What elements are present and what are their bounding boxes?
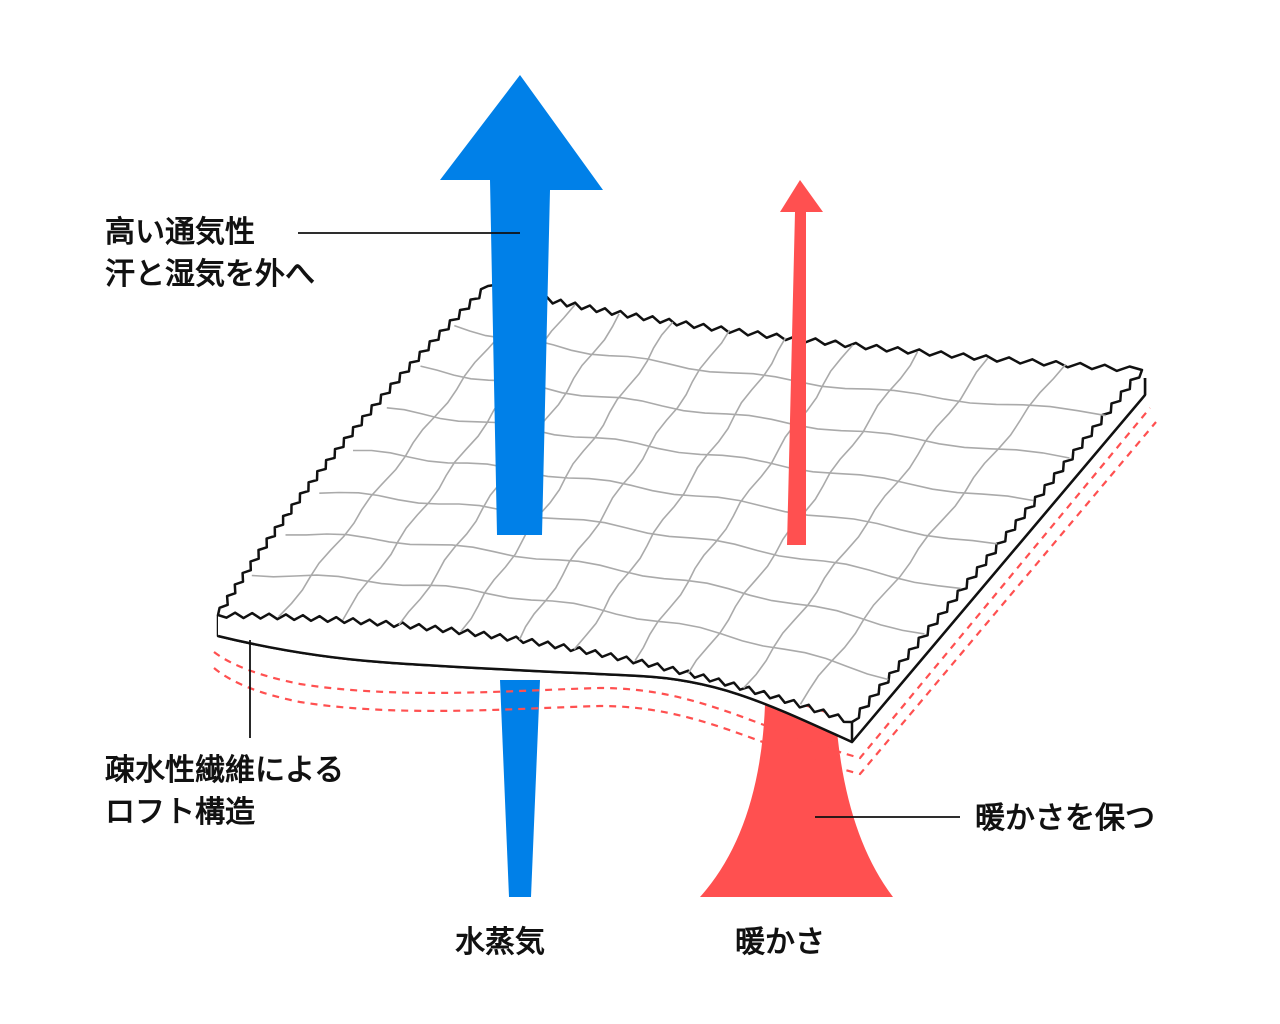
- grid-line-row: [353, 449, 998, 545]
- dashed-layer-1: [213, 407, 1151, 760]
- fabric-side-redraw: [217, 394, 1146, 744]
- vapor-arrow-lower: [500, 680, 540, 897]
- grid-line-column: [742, 357, 989, 689]
- vapor-arrow-upper: [440, 75, 603, 535]
- grid-line-column: [518, 329, 731, 640]
- breathability-label-line1: 高い通気性: [105, 215, 255, 250]
- keep-warm-label: 暖かさを保つ: [975, 801, 1155, 836]
- grid-line-column: [634, 344, 854, 662]
- grid-line-row: [319, 491, 961, 590]
- dashed-layer-2: [213, 421, 1157, 776]
- fiber-structure-label-line2: ロフト構造: [105, 795, 255, 830]
- fiber-structure-label-line1: 疎水性繊維による: [105, 753, 345, 788]
- grid-line-row: [251, 574, 889, 681]
- grid-line-column: [799, 363, 1067, 705]
- warmth-label: 暖かさ: [735, 925, 825, 960]
- grid-line-column: [460, 321, 674, 633]
- fabric-top-surface: [216, 283, 1144, 724]
- water-vapor-label: 水蒸気: [455, 925, 545, 960]
- fabric-side-fill: [218, 378, 1145, 742]
- grid-line-row: [386, 407, 1034, 502]
- breathability-label: 高い通気性 汗と湿気を外へ: [105, 212, 315, 296]
- breathability-label-line2: 汗と湿気を外へ: [105, 257, 315, 292]
- grid-line-column: [573, 337, 787, 650]
- warmth-plume: [700, 705, 893, 897]
- fiber-structure-label: 疎水性繊維による ロフト構造: [105, 750, 344, 834]
- grid-line-row: [285, 533, 925, 635]
- warmth-arrow-upper: [780, 180, 823, 545]
